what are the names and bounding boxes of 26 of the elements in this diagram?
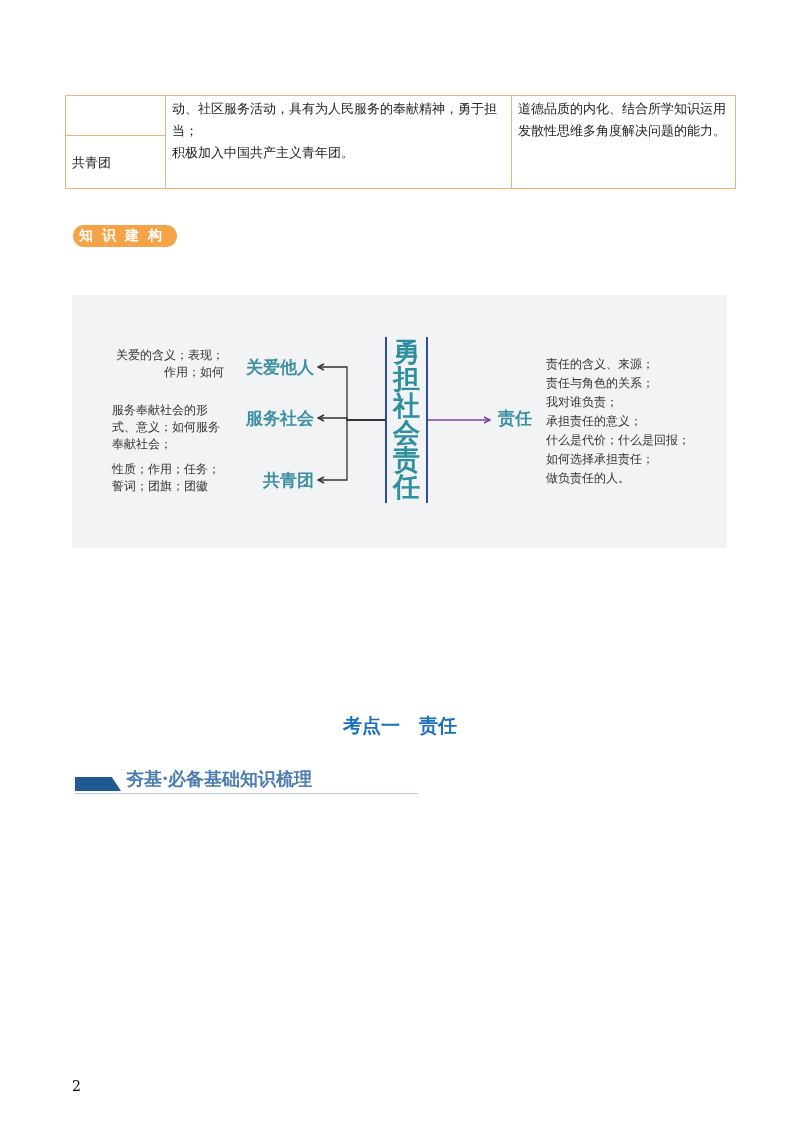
note-text: 服务奉献社会的形式、意义；如何服务奉献社会； — [112, 402, 221, 453]
node-text: 关爱他人 — [245, 356, 314, 379]
note-text: 责任的含义、来源； — [546, 356, 655, 373]
table-cell: 共青团 — [65, 135, 166, 189]
table-cell: 道德品质的内化、结合所学知识运用发散性思维多角度解决问题的能力。 — [511, 95, 736, 189]
cell-text: 动、社区服务活动，具有为人民服务的奉献精神，勇于担当； — [172, 100, 498, 140]
note-text: 性质；作用；任务；誓词；团旗；团徽 — [112, 461, 221, 495]
banner-title: 夯基·必备基础知识梳理 — [126, 767, 313, 791]
section-badge: 知识建构 — [73, 225, 177, 247]
note-text: 责任与角色的关系； — [546, 375, 655, 392]
node-text: 勇担社会责任 — [392, 338, 421, 500]
note-text: 关爱的含义；表现；作用；如何 — [115, 347, 224, 381]
section-heading: 考点一 责任 — [342, 713, 458, 738]
node-text: 责任 — [497, 407, 532, 430]
note-text: 承担责任的意义； — [546, 413, 643, 430]
arrow — [427, 416, 491, 424]
note-text: 什么是代价；什么是回报； — [546, 432, 691, 449]
note-text: 做负责任的人。 — [546, 470, 631, 487]
node-text: 共青团 — [262, 469, 314, 492]
arrow — [317, 419, 386, 484]
note-text: 我对谁负责； — [546, 394, 619, 411]
cell-text: 积极加入中国共产主义青年团。 — [172, 144, 355, 162]
note-text: 如何选择承担责任； — [546, 451, 655, 468]
title-box — [385, 337, 428, 503]
page-number: 2 — [72, 1078, 81, 1094]
node-text: 服务社会 — [245, 407, 314, 430]
